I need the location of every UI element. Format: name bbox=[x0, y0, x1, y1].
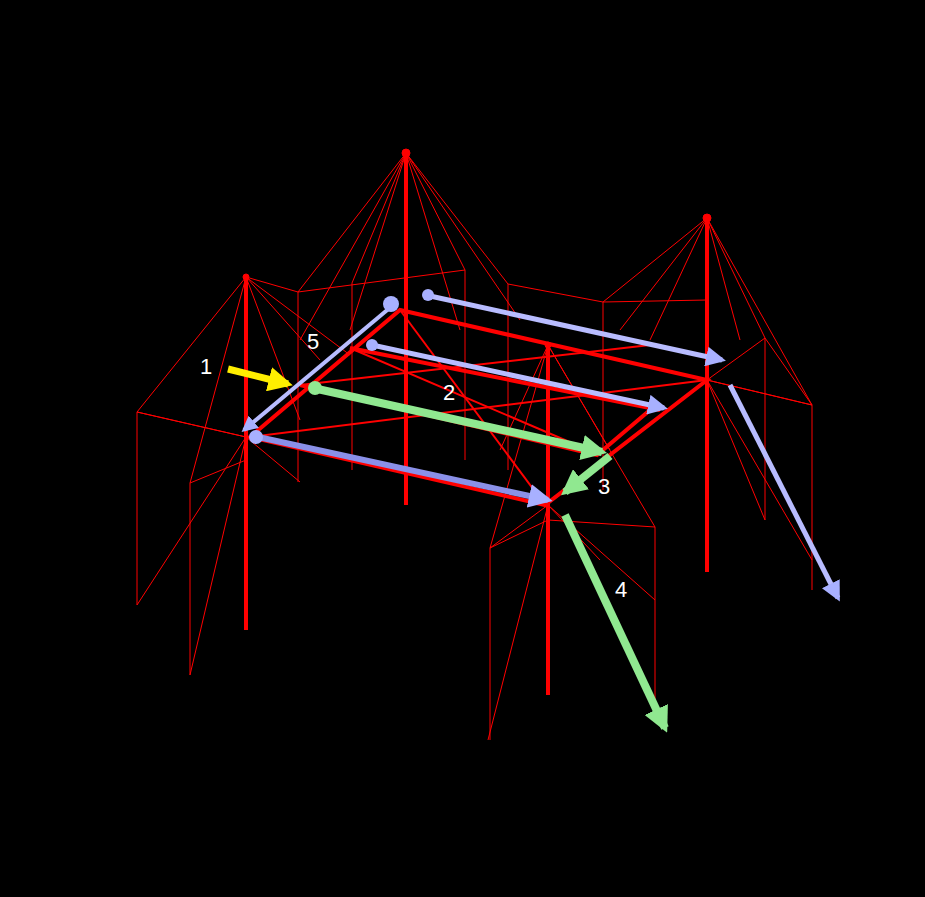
callout-number: 5 bbox=[307, 331, 319, 353]
callout-number: 4 bbox=[615, 579, 627, 601]
callout-number: 3 bbox=[598, 476, 610, 498]
force-arrows bbox=[228, 289, 838, 728]
callout-number: 1 bbox=[200, 356, 212, 378]
callout-number: 2 bbox=[443, 382, 455, 404]
guy-wires bbox=[137, 149, 812, 740]
